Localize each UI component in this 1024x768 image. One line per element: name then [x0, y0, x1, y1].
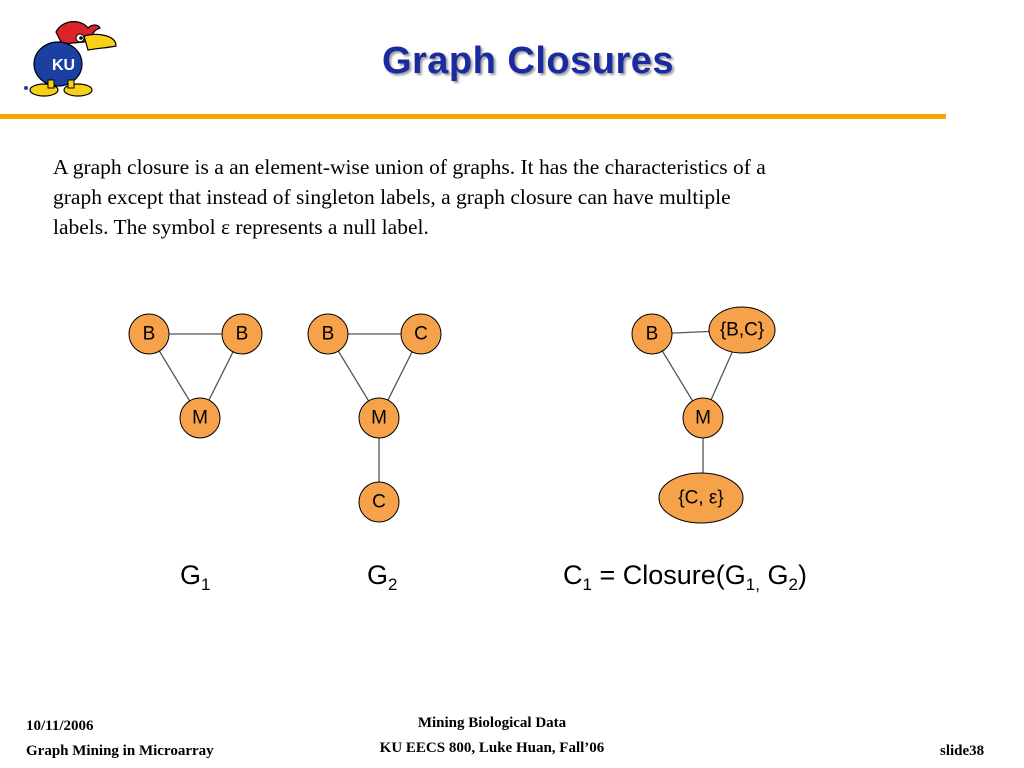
caption-g1-base: G: [180, 560, 202, 590]
g1-node-b-right: [221, 313, 263, 355]
footer-center-line2: KU EECS 800, Luke Huan, Fall’06: [379, 740, 605, 756]
nodes: [128, 306, 776, 524]
g2-node-label: C: [414, 324, 428, 345]
footer-center-line1: Mining Biological Data: [417, 715, 567, 731]
footer-slide-number: slide38: [940, 743, 985, 759]
footer-date: 10/11/2006: [26, 718, 94, 734]
caption-g2-base: G: [367, 560, 389, 590]
g1-node-b-left: [128, 313, 170, 355]
g1-node-label: B: [143, 324, 156, 345]
node-labels: B B M B C M C B {B,C} M {C, ε}: [143, 320, 765, 513]
caption-g2: G2: [367, 560, 398, 594]
caption-c1-closure: = Closure(G: [591, 560, 746, 590]
caption-c1-c-sub: 1: [582, 575, 592, 594]
c1-node-bc: [708, 306, 776, 354]
c1-node-m: [682, 397, 724, 439]
title-divider: [0, 114, 946, 119]
g1-node-label: M: [192, 408, 208, 429]
g2-node-label: C: [372, 492, 386, 513]
c1-node-label: B: [646, 324, 659, 345]
g2-node-label: B: [322, 324, 335, 345]
body-text: A graph closure is a an element-wise uni…: [53, 152, 953, 242]
body-line: graph except that instead of singleton l…: [53, 185, 731, 209]
g1-node-m: [179, 397, 221, 439]
c1-node-b: [631, 313, 673, 355]
caption-c1-c: C: [563, 560, 583, 590]
caption-c1-g2: G: [759, 560, 789, 590]
caption-c1-g2-sub: 2: [788, 575, 798, 594]
c1-node-label: M: [695, 408, 711, 429]
body-line: labels. The symbol ε represents a null l…: [53, 215, 429, 239]
caption-c1-g1-sub: 1,: [745, 575, 760, 594]
g1-node-label: B: [236, 324, 249, 345]
caption-g1-sub: 1: [201, 575, 211, 594]
g2-node-c-top: [400, 313, 442, 355]
g2-node-m: [358, 397, 400, 439]
logo-ku-text: KU: [52, 57, 75, 74]
caption-g2-sub: 2: [388, 575, 398, 594]
c1-node-label: {C, ε}: [678, 488, 723, 509]
footer-course-title: Graph Mining in Microarray: [26, 743, 214, 759]
edges: [148, 329, 743, 502]
g2-node-b: [307, 313, 349, 355]
g2-node-label: M: [371, 408, 387, 429]
c1-node-ce: [658, 472, 744, 524]
caption-g1: G1: [180, 560, 211, 594]
c1-node-label: {B,C}: [720, 320, 764, 341]
body-line: A graph closure is a an element-wise uni…: [53, 155, 766, 179]
slide-title: Graph Closures: [381, 40, 675, 82]
caption-c1-close: ): [797, 560, 807, 590]
caption-c1: C1 = Closure(G1, G2): [563, 560, 807, 594]
ku-jayhawk-logo: KU: [24, 21, 117, 97]
g2-node-c-bottom: [358, 481, 400, 523]
